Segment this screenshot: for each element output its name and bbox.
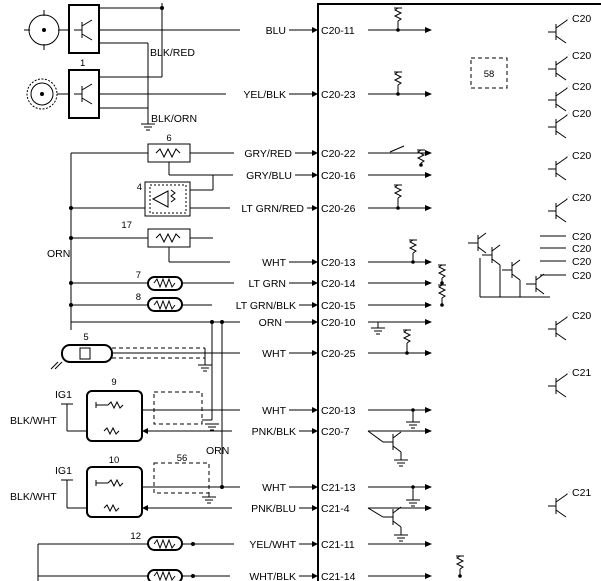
num-7: 7 — [136, 270, 141, 281]
component-58 — [470, 57, 508, 89]
pin-label: C20-16 — [321, 170, 356, 182]
wire-color-label: BLU — [266, 25, 286, 37]
num-5: 5 — [83, 332, 88, 343]
num-56: 56 — [177, 453, 188, 464]
right-pin-label: C21 — [572, 367, 591, 379]
right-pin-label: C20 — [572, 81, 591, 93]
speed-sensor-toothed — [26, 78, 58, 110]
wire-arrow — [312, 407, 318, 413]
pin-label: C21-14 — [321, 571, 356, 581]
label-blk-wht-a: BLK/WHT — [10, 415, 57, 427]
sensor-ic-1 — [68, 69, 100, 119]
label-orn-left: ORN — [47, 248, 70, 260]
num-9: 9 — [111, 377, 116, 388]
pin-label: C20-26 — [321, 203, 356, 215]
sensor-ic-top — [68, 4, 100, 54]
wire-color-label: WHT — [262, 405, 286, 417]
wire-color-label: WHT/BLK — [249, 571, 296, 581]
sensor-6 — [147, 143, 191, 163]
pin-label: C20-10 — [321, 317, 356, 329]
wire-color-label: LT GRN/BLK — [236, 300, 296, 312]
num-1: 1 — [80, 58, 85, 69]
sensor-8 — [147, 297, 183, 312]
wire-arrow — [312, 172, 318, 178]
label-ig1-a: IG1 — [55, 389, 72, 401]
wire-arrow — [312, 280, 318, 286]
num-4: 4 — [137, 182, 142, 193]
pin-label: C20-13 — [321, 257, 356, 269]
wire-arrow — [312, 350, 318, 356]
ecu-internal-circuits — [367, 7, 550, 578]
pin-label: C21-13 — [321, 482, 356, 494]
right-pin-label: C20 — [572, 108, 591, 120]
wire-arrow — [312, 302, 318, 308]
label-blk-red: BLK/RED — [150, 47, 195, 59]
num-10: 10 — [109, 455, 120, 466]
pin-label: C20-25 — [321, 348, 356, 360]
wire-arrow — [312, 505, 318, 511]
pin-label: C20-23 — [321, 89, 356, 101]
right-pin-label: C21 — [572, 487, 591, 499]
wire-color-label: YEL/BLK — [243, 89, 286, 101]
wire-arrow — [312, 27, 318, 33]
pin-label: C20-22 — [321, 148, 356, 160]
wire-arrow — [312, 150, 318, 156]
pin-label: C21-11 — [321, 539, 355, 551]
wire-color-label: WHT — [262, 257, 286, 269]
label-blk-orn: BLK/ORN — [151, 113, 197, 125]
wire-arrow — [312, 484, 318, 490]
pin-label: C20-11 — [321, 25, 355, 37]
pin-label: C20-14 — [321, 278, 356, 290]
label-orn-mid: ORN — [206, 445, 229, 457]
wire-color-label: WHT — [262, 482, 286, 494]
wire-arrow — [312, 259, 318, 265]
pin-label: C20-13 — [321, 405, 356, 417]
wire-color-label: LT GRN/RED — [241, 203, 304, 215]
wire-arrow — [312, 541, 318, 547]
label-ig1-b: IG1 — [55, 465, 72, 477]
right-pin-label: C20 — [572, 192, 591, 204]
wire-color-label: WHT — [262, 348, 286, 360]
num-8: 8 — [136, 292, 141, 303]
wire-color-label: GRY/RED — [244, 148, 292, 160]
wire-color-label: LT GRN — [248, 278, 286, 290]
right-pin-label: C20 — [572, 13, 591, 25]
pin-label: C20-15 — [321, 300, 356, 312]
wire-color-label: PNK/BLK — [252, 426, 296, 438]
right-pin-label: C20 — [572, 310, 591, 322]
num-12: 12 — [130, 531, 141, 542]
num-58: 58 — [484, 69, 495, 80]
wire-color-label: PNK/BLU — [251, 503, 296, 515]
right-pin-label: C20 — [572, 270, 591, 282]
wire-color-label: GRY/BLU — [246, 170, 292, 182]
num-17: 17 — [121, 220, 132, 231]
sensor-bottom — [147, 569, 183, 581]
wire-color-label: YEL/WHT — [249, 539, 296, 551]
right-pin-label: C20 — [572, 243, 591, 255]
wire-arrow — [312, 205, 318, 211]
ecu-box — [317, 3, 601, 581]
sensor-17 — [147, 228, 191, 248]
wire-color-label: ORN — [259, 317, 282, 329]
wire-arrow — [312, 319, 318, 325]
sensor-12 — [147, 536, 183, 551]
wire-arrow — [312, 91, 318, 97]
num-6: 6 — [166, 133, 171, 144]
sensor-10 — [86, 466, 143, 518]
wire-arrow — [312, 573, 318, 579]
wire-arrow — [312, 428, 318, 434]
label-blk-wht-b: BLK/WHT — [10, 491, 57, 503]
right-pin-label: C20 — [572, 256, 591, 268]
right-pin-label: C20 — [572, 50, 591, 62]
pin-label: C20-7 — [321, 426, 350, 438]
sensor-9 — [86, 390, 143, 442]
pin-label: C21-4 — [321, 503, 350, 515]
right-pin-label: C20 — [572, 150, 591, 162]
right-pin-label: C20 — [572, 231, 591, 243]
